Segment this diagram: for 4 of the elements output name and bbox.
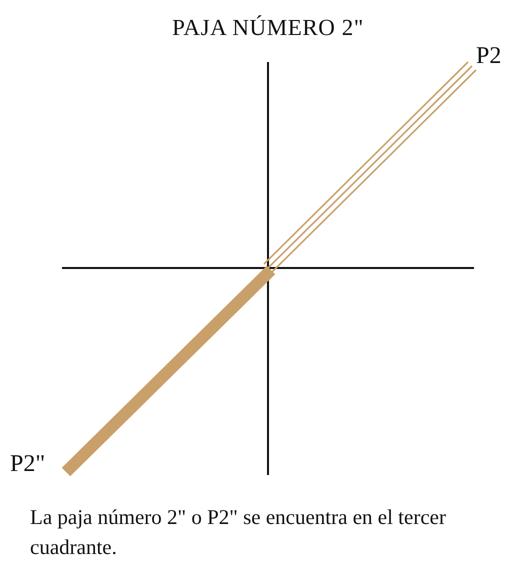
caption: La paja número 2" o P2" se encuentra en el tercer cuadrante. — [30, 504, 447, 561]
straw-label: P2" — [10, 452, 46, 476]
straw-label: P2 — [476, 44, 502, 68]
diagram-title: PAJA NÚMERO 2" — [171, 16, 365, 39]
